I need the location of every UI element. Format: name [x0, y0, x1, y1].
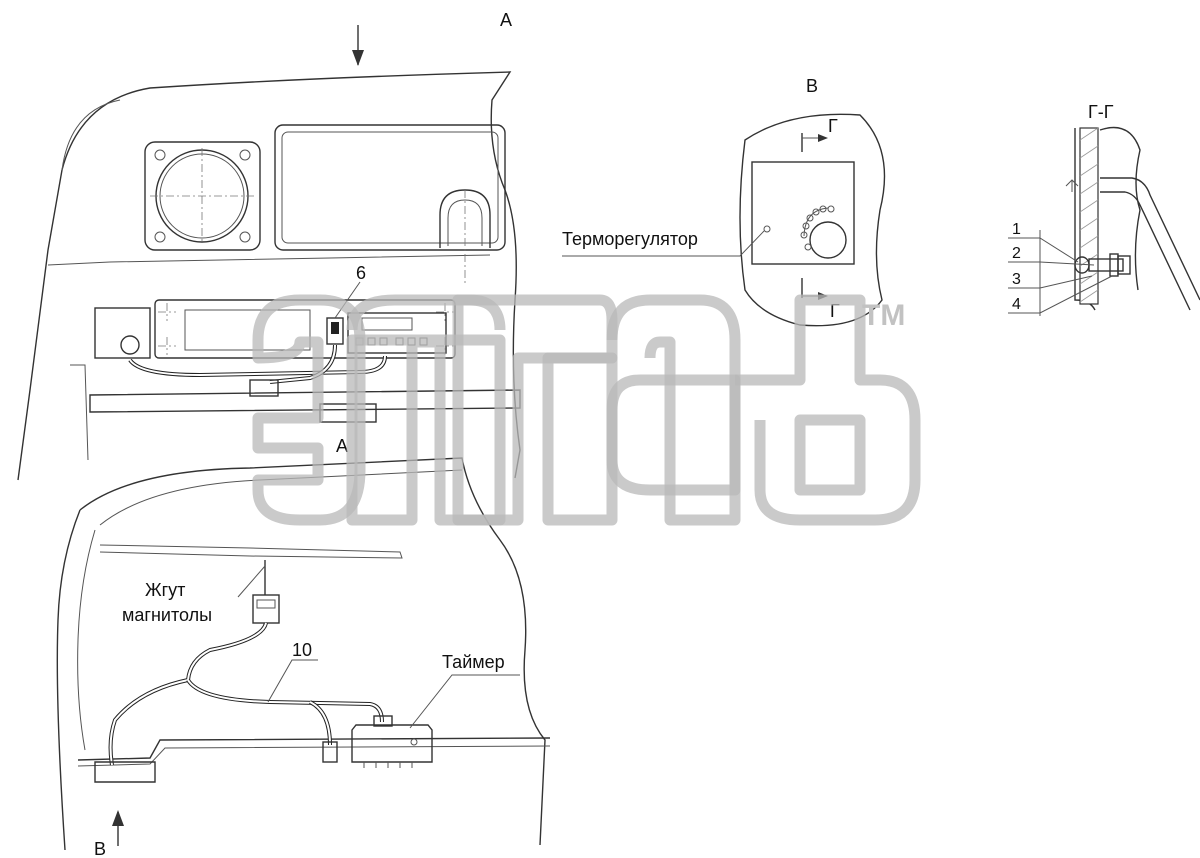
section-title: Г-Г — [1088, 102, 1114, 122]
callout-radio-harness-line1: Жгут — [145, 580, 185, 600]
position-1: 1 — [1012, 221, 1021, 238]
watermark-tm: TM — [862, 299, 905, 332]
ventilation-grille — [144, 141, 261, 251]
position-2: 2 — [1012, 245, 1021, 262]
view-a-arrow-label: А — [336, 436, 348, 456]
section-mark-bottom: Г — [830, 301, 840, 321]
thermoregulator-dial — [800, 205, 847, 259]
heater-switch — [326, 317, 344, 345]
heater-unit — [94, 307, 151, 359]
fuse-connector — [322, 741, 338, 763]
view-b-title: В — [806, 76, 818, 96]
radio-harness-connector — [252, 560, 280, 624]
callout-6: 6 — [356, 263, 366, 283]
callout-radio-harness-line2: магнитолы — [122, 605, 212, 625]
thermoregulator-box — [751, 161, 855, 265]
harness-6-wire — [128, 344, 387, 384]
floor-heater-block — [94, 761, 156, 783]
view-a-panel: 6 А А — [17, 10, 521, 481]
position-3: 3 — [1012, 271, 1021, 288]
watermark-logo: TM — [252, 294, 921, 526]
harness-10-wire — [108, 622, 384, 766]
callout-thermoregulator: Терморегулятор — [562, 229, 698, 249]
wire-clip — [249, 379, 279, 397]
position-4: 4 — [1012, 296, 1021, 313]
lower-cab-panel: 10 Таймер Жгут магнитолы В — [56, 457, 551, 858]
view-b-arrow-label: В — [94, 839, 106, 858]
view-b-detail: В Терморегулятор Г Г — [562, 76, 886, 327]
timer-box — [351, 715, 433, 768]
callout-10: 10 — [292, 640, 312, 660]
view-a-title: А — [500, 10, 512, 30]
section-g-g: Г-Г 1 2 3 4 — [1008, 102, 1200, 316]
callout-timer: Таймер — [442, 652, 505, 672]
section-mark-top: Г — [828, 116, 838, 136]
